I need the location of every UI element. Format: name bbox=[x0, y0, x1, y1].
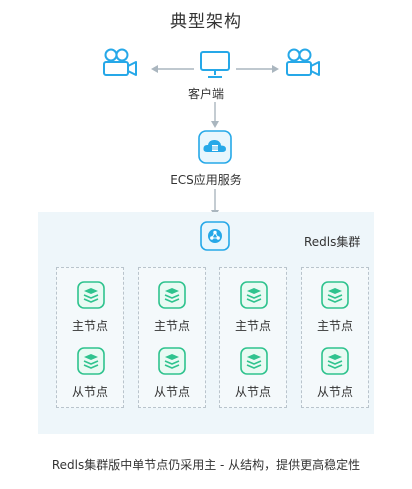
camera-icon bbox=[286, 48, 320, 76]
caption: Redls集群版中单节点仍采用主 - 从结构，提供更高稳定性 bbox=[51, 458, 361, 472]
database-stack-icon bbox=[321, 281, 349, 309]
slave-node-label: 从节点 bbox=[153, 385, 190, 399]
master-node-label: 主节点 bbox=[316, 319, 353, 333]
database-stack-icon bbox=[158, 347, 186, 375]
cloud-server-icon bbox=[198, 130, 232, 164]
database-stack-icon bbox=[240, 347, 268, 375]
master-node-label: 主节点 bbox=[71, 319, 108, 333]
diagram-title: 典型架构 bbox=[170, 12, 242, 32]
cluster-label: Redls集群 bbox=[304, 235, 361, 249]
master-node-label: 主节点 bbox=[153, 319, 190, 333]
camera-icon bbox=[103, 48, 137, 76]
master-node-label: 主节点 bbox=[234, 319, 271, 333]
database-stack-icon bbox=[158, 281, 186, 309]
slave-node-label: 从节点 bbox=[71, 385, 108, 399]
slave-node-label: 从节点 bbox=[316, 385, 353, 399]
database-stack-icon bbox=[77, 281, 105, 309]
arrow-left bbox=[151, 65, 194, 73]
client-label: 客户端 bbox=[187, 87, 224, 101]
database-stack-icon bbox=[77, 347, 105, 375]
ecs-label: ECS应用服务 bbox=[170, 173, 242, 187]
monitor-icon bbox=[200, 51, 230, 78]
arrow-down bbox=[211, 102, 219, 128]
database-stack-icon bbox=[240, 281, 268, 309]
slave-node-label: 从节点 bbox=[234, 385, 271, 399]
cluster-share-icon bbox=[200, 221, 230, 251]
database-stack-icon bbox=[321, 347, 349, 375]
arrow-right bbox=[236, 65, 279, 73]
